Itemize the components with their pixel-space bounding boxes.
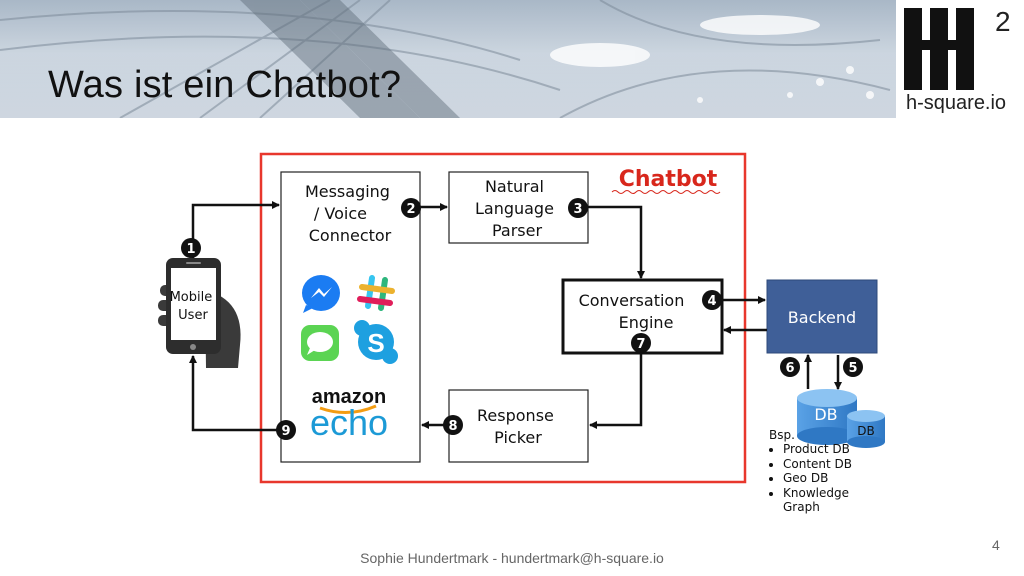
slide-footer: Sophie Hundertmark - hundertmark@h-squar… — [360, 550, 664, 566]
svg-text:S: S — [367, 328, 384, 358]
h-square-logo-icon — [904, 8, 974, 90]
conversation-engine-label: Conversation Engine — [579, 291, 690, 332]
svg-text:4: 4 — [707, 294, 716, 309]
svg-text:2: 2 — [406, 202, 415, 217]
response-picker-box — [448, 389, 589, 463]
slide-title: Was ist ein Chatbot? — [48, 64, 402, 106]
arrow-connector-to-user — [189, 355, 281, 432]
amazon-logo-text: amazon — [312, 386, 386, 408]
step-badge-7: 7 — [631, 333, 651, 353]
flow-arrows — [189, 201, 842, 432]
nlp-box — [448, 171, 589, 244]
logo-text: h-square.io — [906, 92, 1007, 114]
logo-background — [896, 0, 1024, 118]
arrow-nlp-to-engine — [588, 205, 645, 279]
svg-text:3: 3 — [573, 202, 582, 217]
step-badge-2: 2 — [401, 198, 421, 218]
slack-icon — [357, 275, 395, 311]
header-banner: Was ist ein Chatbot? h-square.io 2 — [0, 0, 1024, 118]
example-item: Product DB — [783, 442, 859, 456]
step-badge-5: 5 — [843, 357, 863, 377]
step-badge-4: 4 — [702, 290, 722, 310]
step-badge-8: 8 — [443, 415, 463, 435]
imessage-icon — [301, 325, 339, 361]
step-badge-3: 3 — [568, 198, 588, 218]
svg-text:5: 5 — [848, 361, 857, 376]
nlp-label: Natural Language Parser — [475, 177, 559, 240]
db-main-label: DB — [814, 405, 837, 424]
header-background-image — [0, 0, 1024, 118]
svg-text:9: 9 — [281, 424, 290, 439]
mobile-user-label: Mobile User — [170, 290, 217, 323]
arrow-user-to-connector — [191, 201, 280, 258]
skype-icon: S — [354, 320, 398, 364]
echo-logo-text: echo — [310, 402, 388, 443]
step-badge-6: 6 — [780, 357, 800, 377]
svg-text:7: 7 — [636, 337, 645, 352]
backend-label: Backend — [788, 308, 856, 327]
backend-box — [766, 279, 878, 354]
example-item: Geo DB — [783, 471, 859, 485]
step-badge-1: 1 — [181, 238, 201, 258]
chatbot-label: Chatbot — [619, 167, 718, 192]
response-picker-label: Response Picker — [477, 406, 559, 447]
svg-text:8: 8 — [448, 419, 457, 434]
backend-examples-list: Bsp. Product DB Content DB Geo DB Knowle… — [769, 428, 859, 514]
arrow-engine-to-picker — [589, 353, 643, 429]
step-badge-9: 9 — [276, 420, 296, 440]
chatbot-frame — [259, 152, 747, 484]
db-small-label: DB — [857, 424, 874, 438]
example-item: Knowledge Graph — [783, 486, 859, 515]
example-item: Content DB — [783, 457, 859, 471]
smartphone-icon — [158, 258, 241, 368]
messaging-connector-label: Messaging / Voice Connector — [305, 182, 395, 245]
logo-exponent: 2 — [995, 6, 1011, 37]
page-number: 4 — [992, 537, 1000, 553]
db-small-cylinder — [847, 410, 885, 448]
messenger-icon — [302, 275, 340, 313]
svg-text:1: 1 — [186, 242, 195, 257]
examples-title: Bsp. — [769, 428, 795, 442]
amazon-smile-icon — [319, 404, 377, 414]
svg-text:6: 6 — [785, 361, 794, 376]
chatbot-label-squiggle — [611, 190, 721, 194]
